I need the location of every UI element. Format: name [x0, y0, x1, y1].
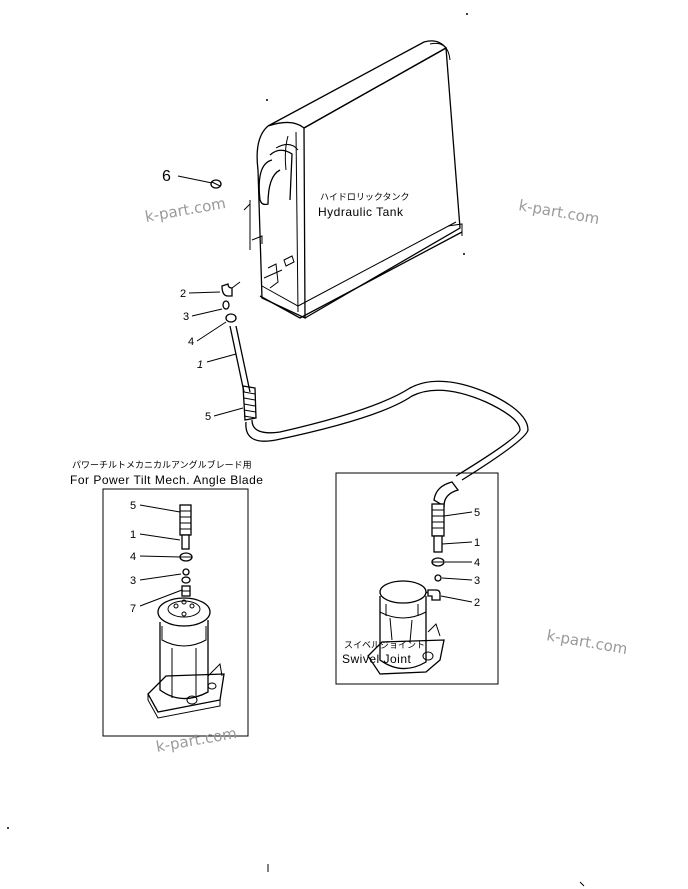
right-inset-frame — [335, 472, 499, 685]
svg-text:5: 5 — [205, 411, 211, 423]
watermark: k-part.com — [155, 724, 239, 756]
svg-text:2: 2 — [474, 597, 480, 609]
dot-mark — [266, 99, 268, 101]
left-inset-title-en: For Power Tilt Mech. Angle Blade — [70, 473, 263, 487]
callout-5: 5 — [205, 407, 244, 423]
left-inset-title-jp: パワーチルトメカニカルアングルブレード用 — [72, 459, 252, 471]
left-inset-frame — [102, 488, 249, 737]
watermark: k-part.com — [545, 626, 629, 658]
svg-text:2: 2 — [180, 288, 186, 300]
svg-text:6: 6 — [162, 168, 171, 185]
dot-mark — [7, 827, 9, 829]
right-inset-label-jp: スイベルジョイント — [344, 641, 425, 651]
svg-text:5: 5 — [130, 500, 136, 512]
right-inset-parts — [367, 481, 460, 675]
callout-4: 4 — [188, 313, 237, 348]
dot-mark — [463, 253, 465, 255]
dot-mark — [466, 13, 468, 15]
crop-mark — [579, 881, 585, 887]
svg-text:3: 3 — [474, 575, 480, 587]
left-inset-callouts: 5 1 4 3 7 — [130, 500, 183, 615]
watermark: k-part.com — [517, 196, 601, 228]
main-hose — [229, 325, 529, 481]
svg-text:4: 4 — [188, 336, 194, 348]
svg-text:4: 4 — [130, 551, 136, 563]
svg-text:1: 1 — [474, 537, 480, 549]
tank-label-en: Hydraulic Tank — [318, 205, 404, 219]
svg-text:4: 4 — [474, 557, 480, 569]
callout-1: 1 — [197, 353, 237, 371]
svg-text:3: 3 — [183, 311, 189, 323]
watermark: k-part.com — [144, 194, 228, 226]
callout-6: 6 — [162, 168, 222, 189]
svg-text:1: 1 — [130, 529, 136, 541]
svg-text:5: 5 — [474, 507, 480, 519]
right-inset-label-en: Swivel Joint — [342, 652, 412, 666]
right-inset-callouts: 5 1 4 3 2 — [440, 507, 480, 609]
svg-text:3: 3 — [130, 575, 136, 587]
callout-2: 2 — [180, 281, 241, 300]
hydraulic-tank — [243, 40, 463, 320]
tank-label-jp: ハイドロリックタンク — [320, 192, 409, 203]
callout-3: 3 — [183, 300, 230, 323]
left-inset-parts — [147, 504, 225, 719]
svg-text:1: 1 — [197, 359, 203, 371]
svg-text:7: 7 — [130, 603, 136, 615]
